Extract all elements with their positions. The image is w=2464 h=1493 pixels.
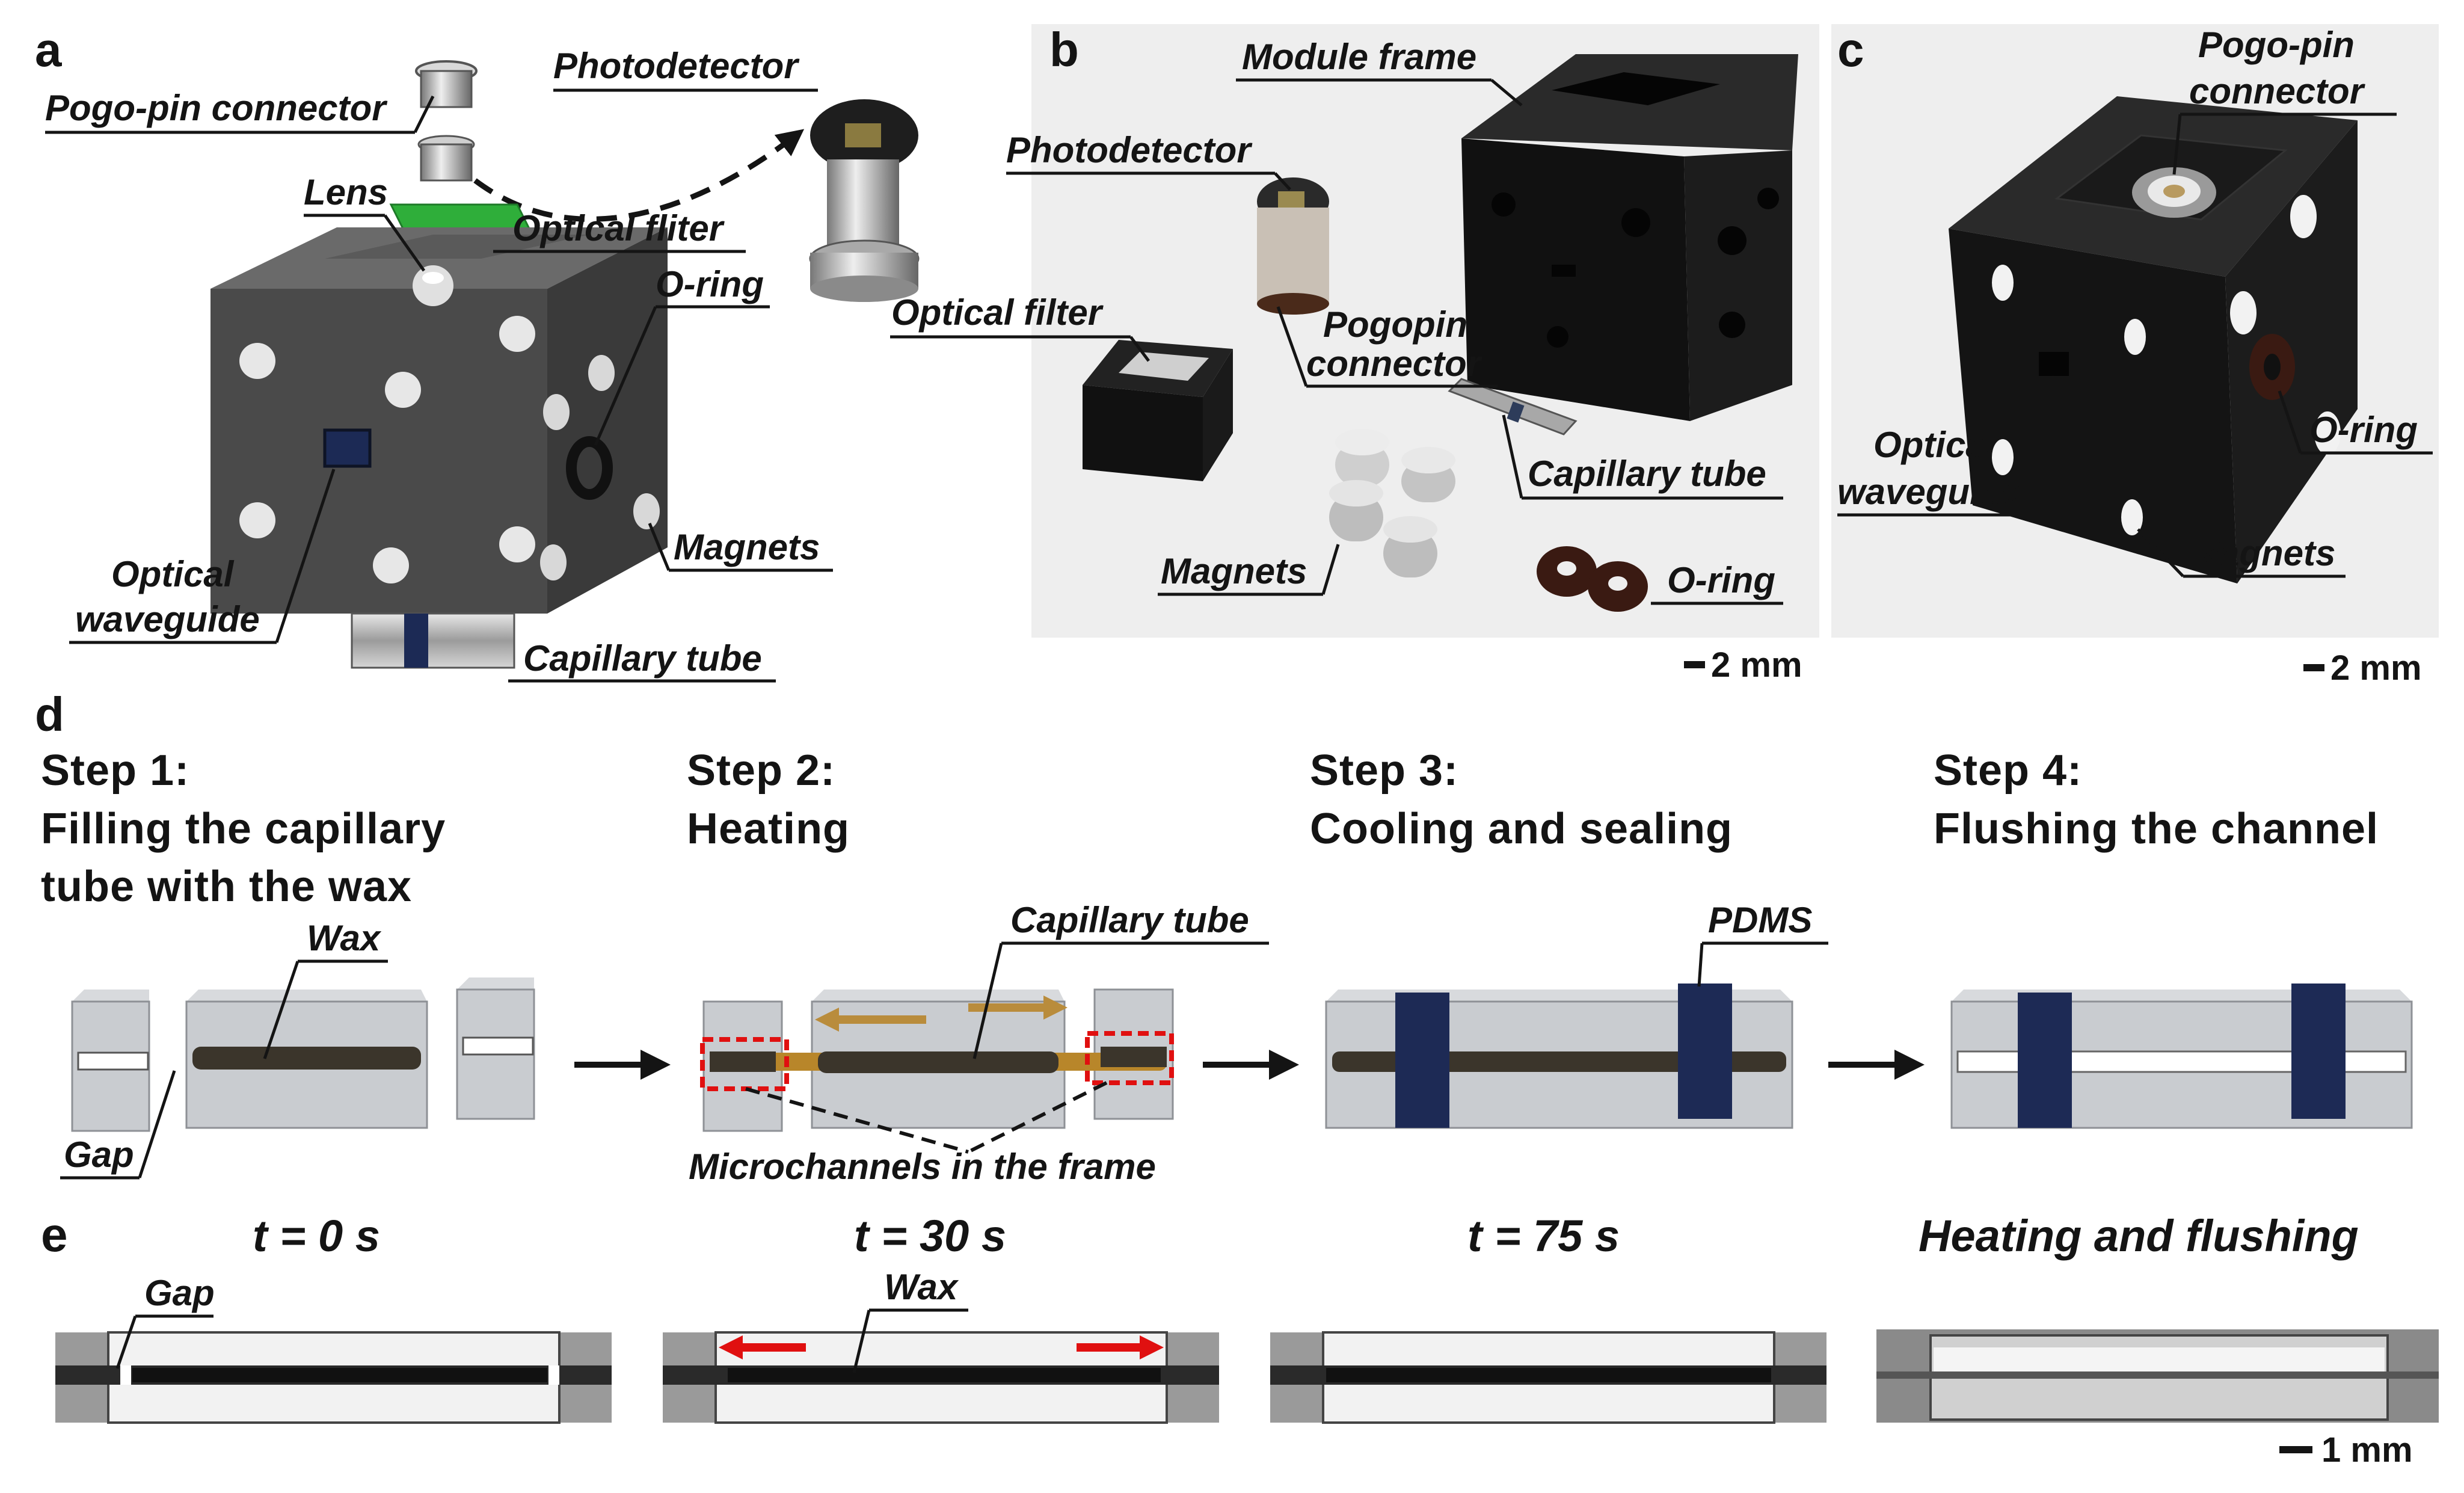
label-t0: t = 0 s: [253, 1211, 380, 1261]
leader-microchannel-left: [745, 1087, 969, 1154]
label-o-ring-c: O-ring: [2309, 410, 2418, 450]
step3-title: Step 3:: [1310, 746, 1458, 795]
leader-magnets-b-tick: [1321, 544, 1340, 595]
leader-module-frame-tick: [1490, 79, 1523, 106]
leader-lens-tick: [383, 214, 426, 272]
label-pdms: PDMS: [1708, 900, 1812, 940]
leader-waveguide-c-tick: [2040, 375, 2056, 516]
photodetector-photo: [1257, 177, 1329, 315]
label-pogopin-b-2: connector: [1306, 343, 1483, 384]
leader-wax-d-tick: [263, 961, 300, 1059]
leader-magnets-c-tick: [2137, 528, 2184, 577]
panel-a-letter: a: [35, 23, 62, 76]
label-pogo-pin-connector: Pogo-pin connector: [45, 88, 388, 128]
scale-label-b: 2 mm: [1711, 645, 1802, 685]
step1-line2: tube with the wax: [41, 863, 412, 911]
step1-line1: Filling the capillary: [41, 805, 446, 853]
label-optical-filter-a: Optical fliter: [512, 208, 725, 248]
label-gap-e: Gap: [144, 1273, 215, 1313]
label-heating-flushing: Heating and flushing: [1919, 1211, 2359, 1261]
label-wax-e: Wax: [884, 1267, 959, 1307]
panel-c-letter: c: [1837, 23, 1864, 76]
leader-waveguide-a-tick: [275, 469, 336, 643]
label-o-ring-a: O-ring: [656, 264, 764, 304]
step4-schematic: [1950, 984, 2413, 1129]
capillary-tube-illustration: [351, 612, 515, 669]
magnets-photo: [1329, 429, 1455, 577]
panel-e: e t = 0 s t = 30 s t = 75 s Heating and …: [41, 1208, 2439, 1470]
leader-magnets-a-tick: [648, 523, 671, 571]
panel-c: c Pogo-pin connector Optical waveguide: [1831, 23, 2439, 688]
label-pogo-pin-c-1: Pogo-pin: [2198, 25, 2355, 65]
leader-pogopin-b-tick: [1276, 306, 1308, 387]
step3-line1: Cooling and sealing: [1310, 805, 1733, 853]
micrograph-t30: [663, 1331, 1219, 1424]
label-magnets-c: Magnets: [2189, 533, 2335, 573]
label-capillary-tube-a: Capillary tube: [523, 638, 762, 679]
leader-optical-filter-b-tick: [1129, 336, 1150, 362]
label-magnets-b: Magnets: [1161, 551, 1307, 591]
label-o-ring-b: O-ring: [1667, 560, 1775, 600]
o-rings-photo: [1537, 546, 1648, 612]
step1-schematic: [71, 977, 535, 1132]
leader-pogo-pin-tick: [413, 95, 435, 134]
panel-d-letter: d: [35, 688, 64, 741]
label-optical-waveguide-a-2: waveguide: [75, 599, 260, 639]
label-wax-d: Wax: [307, 918, 382, 958]
leader-photodetector-b-tick: [1274, 172, 1291, 191]
label-pogo-pin-c-2: connector: [2189, 71, 2366, 111]
label-t30: t = 30 s: [854, 1211, 1006, 1261]
step4-title: Step 4:: [1934, 746, 2082, 795]
photodetector-illustration: [809, 99, 920, 302]
leader-pdms-tick: [1697, 943, 1704, 987]
leader-gap-d-tick: [138, 1070, 176, 1178]
panel-a: a: [35, 23, 920, 683]
panel-d: d Step 1: Filling the capillary tube wit…: [35, 688, 2413, 1187]
label-magnets-a: Magnets: [674, 527, 820, 567]
step2-title: Step 2:: [687, 746, 835, 795]
leader-pogo-pin-c-tick: [2172, 114, 2182, 175]
label-photodetector-a: Photodetector: [553, 46, 800, 86]
leader-microchannel-right: [967, 1081, 1108, 1154]
assembled-module-photo: [1949, 96, 2358, 583]
label-pogopin-b-1: Pogopin: [1323, 304, 1467, 345]
scale-label-e: 1 mm: [2321, 1430, 2413, 1470]
label-optical-filter-b: Optical filter: [891, 292, 1104, 333]
leader-gap-e-tick: [115, 1316, 137, 1369]
micrograph-t0: [55, 1331, 612, 1424]
leader-o-ring-a-tick: [594, 306, 657, 446]
leader-o-ring-c-tick: [2278, 390, 2302, 454]
label-module-frame: Module frame: [1242, 37, 1476, 77]
pogo-pin-connector-illustration: [415, 60, 478, 182]
leader-wax-e-tick: [852, 1310, 871, 1373]
label-capillary-tube-d: Capillary tube: [1010, 900, 1249, 940]
label-gap-d: Gap: [64, 1134, 134, 1175]
label-optical-waveguide-c-2: waveguide: [1837, 472, 2022, 512]
label-microchannels: Microchannels in the frame: [689, 1147, 1156, 1187]
step4-line1: Flushing the channel: [1934, 805, 2379, 853]
module-cube-illustration: [210, 227, 668, 614]
label-lens: Lens: [304, 172, 388, 212]
label-t75: t = 75 s: [1467, 1211, 1620, 1261]
step2-line1: Heating: [687, 805, 850, 853]
label-optical-waveguide-c-1: Optical: [1873, 425, 1997, 465]
leader-capillary-b-tick: [1502, 414, 1523, 499]
dashed-assembly-arrow: [473, 129, 805, 222]
leader-capillary-d-tick: [972, 943, 1003, 1059]
panel-e-letter: e: [41, 1208, 68, 1261]
panel-b: b: [890, 23, 1819, 685]
micrograph-t75: [1270, 1331, 1826, 1424]
step1-title: Step 1:: [41, 746, 189, 795]
optical-filter-photo: [1083, 340, 1233, 481]
module-frame-photo: [1461, 54, 1798, 421]
label-optical-waveguide-a-1: Optical: [111, 554, 235, 594]
scale-label-c: 2 mm: [2330, 648, 2422, 688]
panel-b-letter: b: [1049, 23, 1079, 76]
label-capillary-tube-b: Capillary tube: [1528, 454, 1766, 494]
micrograph-heating-flushing: [1876, 1329, 2439, 1423]
step3-schematic: [1325, 984, 1793, 1129]
label-photodetector-b: Photodetector: [1006, 130, 1253, 170]
step2-schematic: [700, 988, 1174, 1132]
